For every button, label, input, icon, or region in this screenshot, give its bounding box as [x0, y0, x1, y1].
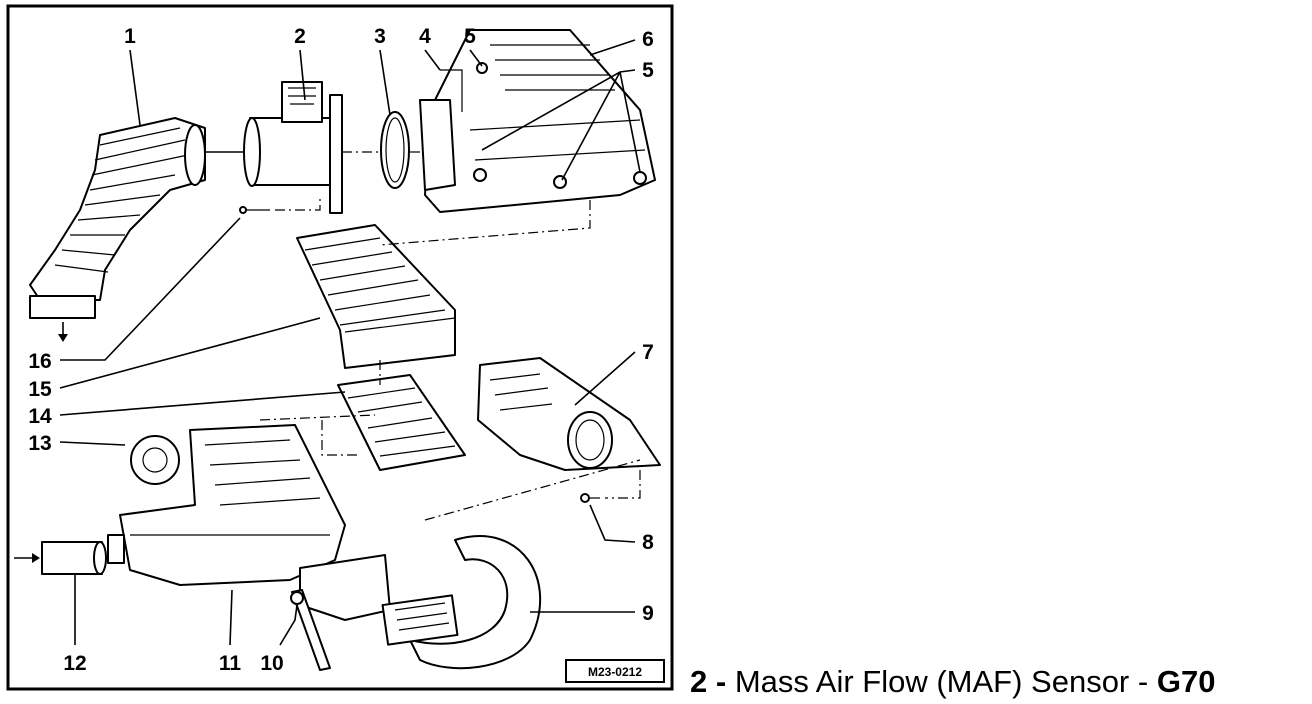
callout-5-top: 5 — [464, 25, 476, 48]
callout-12: 12 — [63, 652, 86, 675]
assembly-lines — [259, 151, 641, 521]
callout-3: 3 — [374, 25, 386, 48]
callout-13: 13 — [28, 432, 51, 455]
part-upper-housing — [419, 29, 656, 213]
callout-15: 15 — [28, 378, 52, 401]
caption-separator: - — [1137, 664, 1149, 699]
callout-4: 4 — [419, 25, 431, 48]
part-bolt — [580, 493, 600, 503]
callout-7: 7 — [642, 341, 654, 364]
callout-1: 1 — [124, 25, 136, 48]
callout-2: 2 — [294, 25, 306, 48]
leader-lines — [59, 39, 641, 646]
part-intake-duct — [477, 357, 661, 471]
callout-8: 8 — [642, 531, 654, 554]
part-insert — [337, 374, 466, 471]
part-filter-element — [296, 224, 456, 369]
part-screw — [239, 206, 270, 214]
drawing-code-box: M23-0212 — [565, 659, 665, 683]
callout-9: 9 — [642, 602, 654, 625]
part-curved-duct — [381, 535, 541, 670]
part-maf-sensor — [205, 81, 343, 214]
callout-14: 14 — [28, 405, 52, 428]
part-intake-boot — [29, 117, 206, 342]
callouts: 1 2 3 4 5 5 6 7 8 9 10 11 12 13 14 15 16 — [28, 25, 654, 675]
drawing-code: M23-0212 — [588, 665, 642, 679]
callout-11: 11 — [219, 652, 242, 675]
part-caption: 2 - Mass Air Flow (MAF) Sensor - G70 — [690, 664, 1215, 700]
callout-6: 6 — [642, 28, 654, 51]
caption-part-name: Mass Air Flow (MAF) Sensor — [734, 664, 1130, 699]
caption-part-code: G70 — [1156, 664, 1216, 699]
part-inlet-tube — [14, 541, 107, 575]
callout-5-right: 5 — [642, 59, 654, 82]
part-lower-housing — [107, 424, 391, 621]
caption-item-number: 2 - — [690, 664, 727, 699]
callout-10: 10 — [260, 652, 283, 675]
callout-16: 16 — [28, 350, 51, 373]
exploded-parts-diagram: 1 2 3 4 5 5 6 7 8 9 10 11 12 13 14 15 16… — [6, 4, 674, 691]
part-o-ring — [380, 111, 410, 189]
part-hose — [290, 589, 331, 671]
